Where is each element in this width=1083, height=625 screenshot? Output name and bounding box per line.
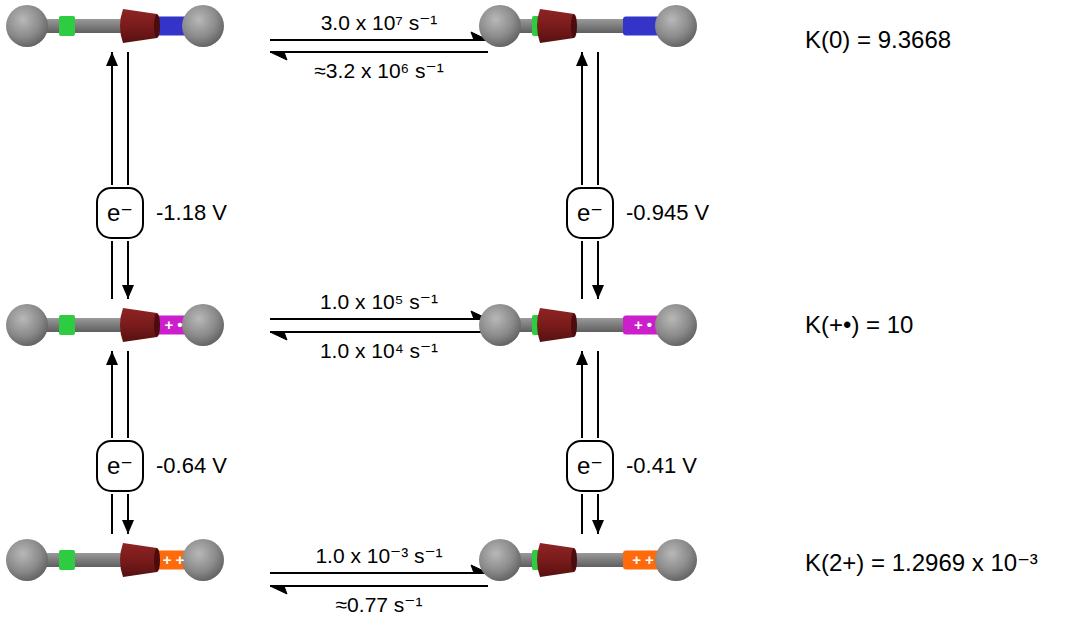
rotaxane-illustration [478,2,698,50]
redox-arrow [592,241,604,299]
rotaxane-illustration [478,536,698,584]
redox-arrow [122,494,134,534]
electron-label: e⁻ [107,452,133,480]
rotaxane-illustration [5,2,225,50]
station-charge: + • [157,316,190,334]
equilibrium-constant: K(+•) = 10 [805,311,913,339]
redox-arrow [582,494,583,534]
redox-arrow [112,494,113,534]
redox-arrow [128,52,129,185]
redox-arrow [576,52,588,185]
rate-constant: ≈3.2 x 10⁶ s⁻¹ [312,58,445,83]
rotaxane-illustration [478,301,698,349]
rotaxane-node: + • [5,301,225,349]
electron-label: e⁻ [577,452,603,480]
rate-constant: 1.0 x 10⁻³ s⁻¹ [313,543,444,568]
rate-constant: 1.0 x 10⁴ s⁻¹ [318,338,440,363]
rate-constant: 3.0 x 10⁷ s⁻¹ [319,10,440,35]
electron-box: e⁻ [96,187,144,239]
electron-box: e⁻ [96,440,144,492]
redox-arrow [112,241,113,299]
rate-constant: 1.0 x 10⁵ s⁻¹ [318,289,440,314]
station-charge: + + [623,551,663,569]
electron-label: e⁻ [107,199,133,227]
redox-arrow [128,351,129,438]
station-charge: + • [623,316,663,334]
electron-label: e⁻ [577,199,603,227]
redox-arrow [592,494,604,534]
rotaxane-node [5,2,225,50]
redox-arrow [106,52,118,185]
equilibrium-constant: K(0) = 9.3668 [805,26,951,54]
redox-arrow [122,241,134,299]
rotaxane-illustration [5,301,225,349]
rotaxane-node: + + [5,536,225,584]
equilibrium-constant: K(2+) = 1.2969 x 10⁻³ [805,549,1038,577]
redox-arrow [598,351,599,438]
rotaxane-node: + + [478,536,698,584]
potential-label: -1.18 V [156,200,227,226]
potential-label: -0.41 V [626,453,697,479]
redox-arrow [576,351,588,438]
potential-label: -0.945 V [626,200,709,226]
station-charge: + + [157,551,190,569]
rotaxane-node: + • [478,301,698,349]
redox-arrow [598,52,599,185]
redox-arrow [582,241,583,299]
rate-constant: ≈0.77 s⁻¹ [334,592,425,617]
rotaxane-illustration [5,536,225,584]
rotaxane-node [478,2,698,50]
electron-box: e⁻ [566,187,614,239]
electron-box: e⁻ [566,440,614,492]
potential-label: -0.64 V [156,453,227,479]
redox-arrow [106,351,118,438]
